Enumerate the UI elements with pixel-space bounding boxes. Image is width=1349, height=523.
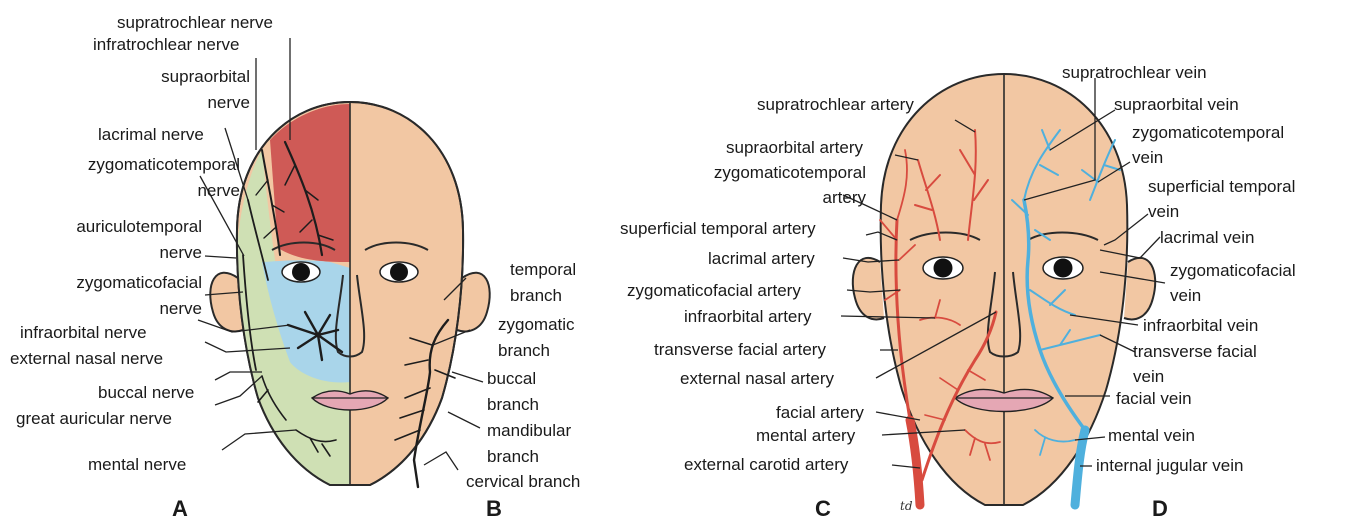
left-iris-left [292, 263, 310, 281]
panel-label-b: B [486, 496, 502, 521]
label-supratrochlear-vein: supratrochlear vein [1062, 63, 1207, 82]
label-transverse-facial-artery: transverse facial artery [654, 340, 826, 359]
panel-label-a: A [172, 496, 188, 521]
left-face-outline [210, 102, 489, 485]
right-ear-left [853, 258, 884, 320]
label-zygomaticofacial-artery: zygomaticofacial artery [627, 281, 801, 300]
right-iris-right [1054, 259, 1073, 278]
face-figure-vessels: td [853, 74, 1155, 513]
label-superficial-temporal-artery: superficial temporal artery [620, 219, 816, 238]
label-infraorbital-artery: infraorbital artery [684, 307, 812, 326]
face-figure-nerves [210, 102, 489, 487]
label-supraorbital-vein: supraorbital vein [1114, 95, 1239, 114]
label-mental-nerve: mental nerve [88, 455, 186, 474]
label-buccal-nerve: buccal nerve [98, 383, 194, 402]
label-lacrimal-artery: lacrimal artery [708, 249, 815, 268]
label-facial-artery: facial artery [776, 403, 864, 422]
label-great-auricular-nerve: great auricular nerve [16, 409, 172, 428]
right-iris-left [934, 259, 953, 278]
label-facial-vein: facial vein [1116, 389, 1192, 408]
panel-label-d: D [1152, 496, 1168, 521]
label-mental-vein: mental vein [1108, 426, 1195, 445]
label-supratrochlear-nerve: supratrochlear nerve [117, 13, 273, 32]
label-infraorbital-vein: infraorbital vein [1143, 316, 1258, 335]
nerve-labels: supratrochlear nerve infratrochlear nerv… [10, 13, 273, 474]
left-iris-right [390, 263, 408, 281]
label-external-carotid-artery: external carotid artery [684, 455, 849, 474]
label-mental-artery: mental artery [756, 426, 856, 445]
panel-label-c: C [815, 496, 831, 521]
label-internal-jugular-vein: internal jugular vein [1096, 456, 1243, 475]
label-infraorbital-nerve: infraorbital nerve [20, 323, 147, 342]
right-ear-right [1124, 258, 1155, 320]
label-cervical-branch: cervical branch [466, 472, 580, 491]
label-supratrochlear-artery: supratrochlear artery [757, 95, 914, 114]
label-lacrimal-vein: lacrimal vein [1160, 228, 1254, 247]
label-external-nasal-artery: external nasal artery [680, 369, 835, 388]
artist-mark: td [900, 499, 913, 513]
label-infratrochlear-nerve: infratrochlear nerve [93, 35, 239, 54]
label-external-nasal-nerve: external nasal nerve [10, 349, 163, 368]
label-supraorbital-artery: supraorbital artery [726, 138, 864, 157]
label-lacrimal-nerve: lacrimal nerve [98, 125, 204, 144]
